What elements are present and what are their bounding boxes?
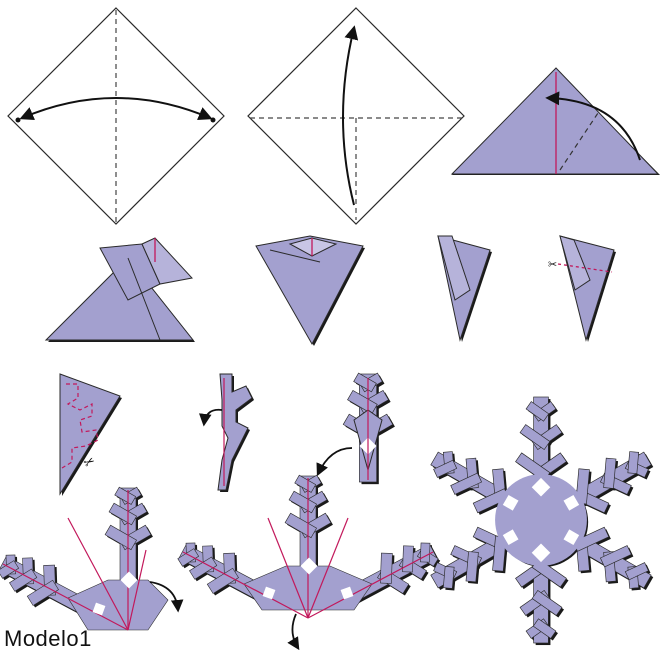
step-12-partial: [171, 475, 447, 648]
step-2-diamond: [248, 8, 464, 224]
step-4-fold: [46, 238, 195, 342]
step-5-cone: [256, 236, 365, 346]
step-3-triangle: [452, 68, 660, 175]
step-8-pattern: ✂: [60, 374, 122, 496]
step-11-partial: [0, 487, 178, 632]
step-13-finished-snowflake: [422, 397, 663, 645]
curved-arrow-icon: [204, 410, 222, 424]
step-6-narrow: [438, 236, 492, 342]
curved-arrow-icon: [318, 448, 352, 474]
curved-arrow-icon: [292, 614, 298, 648]
step-7-cut: ✂: [548, 236, 616, 342]
scissors-icon: ✂: [548, 258, 557, 271]
step-10-branch: [318, 373, 395, 484]
diagram-caption: Modelo1: [4, 626, 92, 652]
step-1-diamond: [8, 8, 224, 224]
step-9-cut-piece: [204, 374, 254, 492]
